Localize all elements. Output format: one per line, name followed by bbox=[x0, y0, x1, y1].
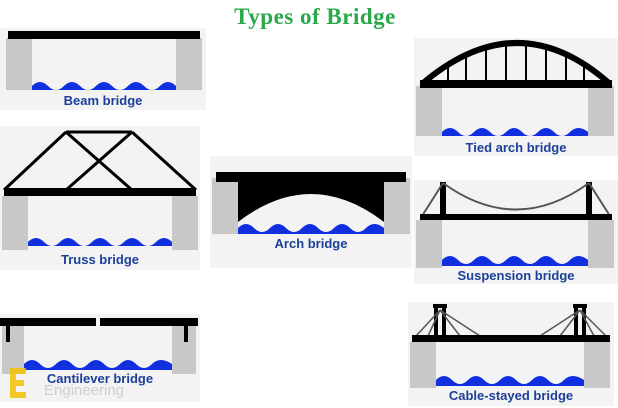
truss-water bbox=[28, 238, 172, 246]
suspension-water bbox=[442, 256, 588, 266]
cantilever-deck-right bbox=[100, 318, 198, 326]
tied-arch-water bbox=[442, 128, 588, 136]
cantilever-deck-left bbox=[0, 318, 96, 326]
truss-deck bbox=[4, 188, 196, 196]
truss-bridge-label: Truss bridge bbox=[60, 252, 140, 267]
arch-bridge-diagram bbox=[212, 172, 410, 234]
beam-bridge-diagram bbox=[6, 31, 202, 90]
cable-stayed-bridge-panel: Cable-stayed bridge bbox=[408, 302, 614, 406]
suspension-tower-left bbox=[440, 182, 446, 220]
arch-bridge-label: Arch bridge bbox=[274, 236, 348, 251]
watermark-text: Engineering bbox=[44, 382, 125, 399]
tied-arch-bridge-diagram bbox=[416, 40, 614, 136]
page-title: Types of Bridge bbox=[234, 4, 396, 29]
cantilever-bridge-label: Cantilever bridge bbox=[46, 371, 154, 386]
truss-pier-left bbox=[2, 196, 28, 250]
cable-stayed-pier-right bbox=[584, 342, 610, 388]
tied-arch-hangers bbox=[447, 44, 585, 82]
cable-stayed-deck bbox=[412, 335, 610, 342]
arch-span bbox=[238, 182, 384, 222]
truss-frame bbox=[2, 130, 198, 192]
arch-pier-left bbox=[212, 178, 238, 234]
beam-pier-left bbox=[6, 38, 32, 90]
cable-stayed-tower-left bbox=[433, 304, 447, 340]
tied-arch-bridge-panel: Tied arch bridge bbox=[414, 38, 618, 156]
cantilever-support-right bbox=[184, 324, 188, 342]
suspension-pier-right bbox=[588, 220, 614, 268]
tied-arch-bridge-label: Tied arch bridge bbox=[465, 140, 567, 155]
cable-stayed-cables bbox=[415, 309, 607, 337]
cable-stayed-tower-right bbox=[573, 304, 587, 340]
eb-logo-icon bbox=[10, 368, 26, 398]
cantilever-bridge-diagram bbox=[0, 318, 198, 374]
beam-pier-right bbox=[176, 38, 202, 90]
tied-arch-deck bbox=[420, 80, 612, 88]
cantilever-bridge-panel: Cantilever bridge bbox=[0, 314, 200, 402]
suspension-tower-right bbox=[586, 182, 592, 220]
truss-bridge-panel: Truss bridge bbox=[0, 126, 200, 270]
beam-bridge-panel: Beam bridge bbox=[0, 28, 206, 110]
cantilever-support-left bbox=[6, 324, 10, 342]
watermark: Engineering bbox=[4, 364, 164, 404]
tied-arch-pier-left bbox=[416, 86, 442, 136]
suspension-bridge-diagram bbox=[416, 182, 614, 268]
suspension-pier-left bbox=[416, 220, 442, 268]
arch-water bbox=[238, 224, 384, 234]
cable-stayed-bridge-label: Cable-stayed bridge bbox=[448, 388, 574, 403]
arch-pier-right bbox=[384, 178, 410, 234]
tied-arch-pier-right bbox=[588, 86, 614, 136]
suspension-cables bbox=[421, 182, 611, 217]
cable-stayed-pier-left bbox=[410, 342, 436, 388]
truss-pier-right bbox=[172, 196, 198, 250]
suspension-deck bbox=[420, 214, 612, 220]
suspension-bridge-panel: Suspension bridge bbox=[414, 180, 618, 284]
truss-bridge-diagram bbox=[2, 130, 198, 250]
beam-bridge-label: Beam bridge bbox=[63, 93, 143, 108]
cable-stayed-bridge-diagram bbox=[410, 304, 610, 388]
suspension-bridge-label: Suspension bridge bbox=[457, 268, 575, 283]
arch-deck bbox=[216, 172, 406, 182]
beam-water bbox=[32, 82, 176, 90]
cantilever-water bbox=[24, 360, 172, 370]
cable-stayed-water bbox=[436, 376, 584, 386]
tied-arch-rib bbox=[420, 40, 612, 87]
arch-bridge-panel: Arch bridge bbox=[210, 156, 412, 268]
beam-deck bbox=[8, 31, 200, 39]
